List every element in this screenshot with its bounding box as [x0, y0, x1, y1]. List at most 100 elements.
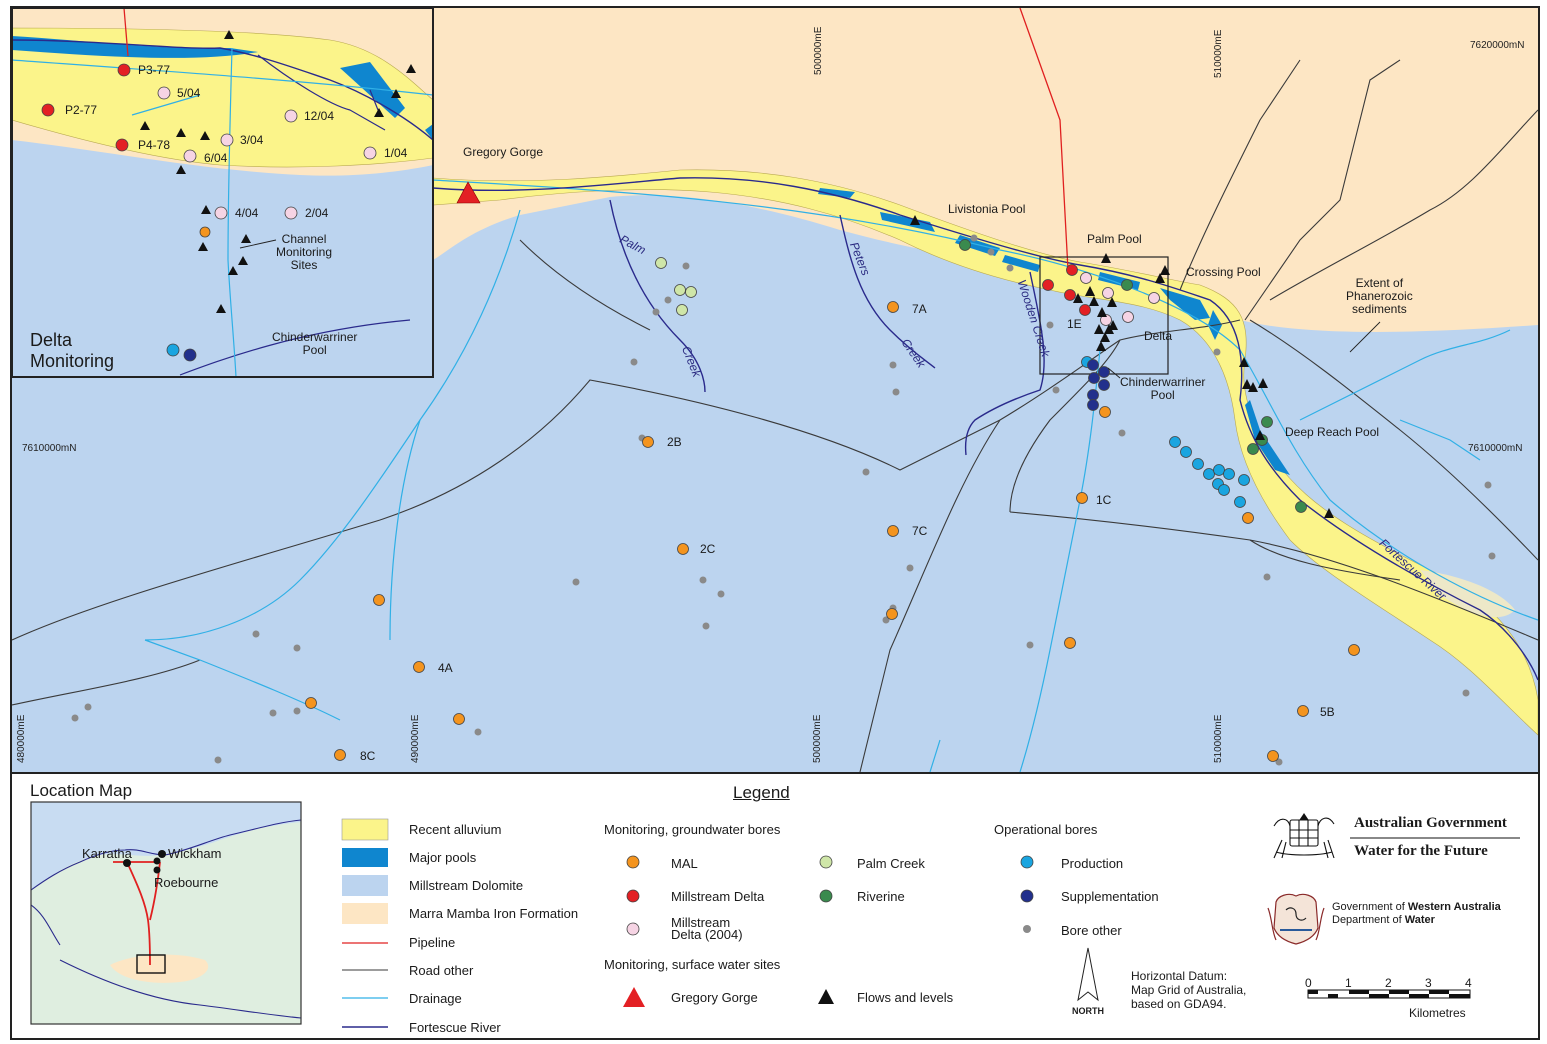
bore-mal-5[interactable] — [1242, 512, 1254, 524]
bore-palm-creek-0[interactable] — [655, 257, 667, 269]
bore-other-dot-24[interactable] — [987, 248, 995, 256]
bore-mal-11[interactable] — [1064, 637, 1076, 649]
bore-other-dot-11[interactable] — [652, 308, 660, 316]
flows-levels-site-5[interactable] — [1073, 293, 1083, 303]
bore-other-dot-33[interactable] — [1462, 689, 1470, 697]
bore-other-dot-6[interactable] — [293, 707, 301, 715]
bore-other-dot-4[interactable] — [269, 709, 277, 717]
flows-levels-site-4[interactable] — [1085, 286, 1095, 296]
bore-other-dot-32[interactable] — [1275, 758, 1283, 766]
bore-other-dot-14[interactable] — [699, 576, 707, 584]
bore-other-dot-7[interactable] — [474, 728, 482, 736]
bore-mal-4[interactable] — [1076, 492, 1088, 504]
flows-levels-site-11[interactable] — [1108, 320, 1118, 330]
flows-levels-site-14[interactable] — [1239, 357, 1249, 367]
bore-other-dot-22[interactable] — [862, 468, 870, 476]
bore-millstream-delta-2004-0[interactable] — [1080, 272, 1092, 284]
flows-levels-site-8[interactable] — [1097, 307, 1107, 317]
bore-other-dot-15[interactable] — [717, 590, 725, 598]
bore-mal-12[interactable] — [1348, 644, 1360, 656]
bore-mal-15[interactable] — [1267, 750, 1279, 762]
bore-supplementation-5[interactable] — [1087, 399, 1099, 411]
bore-riverine-1[interactable] — [1121, 279, 1133, 291]
bore-other-dot-30[interactable] — [1118, 429, 1126, 437]
bore-mal-2[interactable] — [677, 543, 689, 555]
bore-other-dot-19[interactable] — [906, 564, 914, 572]
bore-production-9[interactable] — [1234, 496, 1246, 508]
bore-production-8[interactable] — [1238, 474, 1250, 486]
bore-production-1[interactable] — [1180, 446, 1192, 458]
bore-millstream-delta-2[interactable] — [1064, 289, 1076, 301]
bore-other-dot-36[interactable] — [1213, 348, 1221, 356]
bore-other-dot-21[interactable] — [892, 388, 900, 396]
flows-levels-site-13[interactable] — [1096, 341, 1106, 351]
bore-other-dot-12[interactable] — [664, 296, 672, 304]
bore-riverine-4[interactable] — [1247, 443, 1259, 455]
bore-other-dot-31[interactable] — [1263, 573, 1271, 581]
flows-levels-site-19[interactable] — [1324, 508, 1334, 518]
bore-mal-14[interactable] — [334, 749, 346, 761]
bore-other-dot-16[interactable] — [702, 622, 710, 630]
bore-production-5[interactable] — [1223, 468, 1235, 480]
bore-millstream-delta-2004-2[interactable] — [1148, 292, 1160, 304]
bore-other-dot-34[interactable] — [1484, 481, 1492, 489]
bore-supplementation-3[interactable] — [1098, 379, 1110, 391]
bore-millstream-delta-0[interactable] — [1066, 264, 1078, 276]
bore-riverine-5[interactable] — [1295, 501, 1307, 513]
flows-levels-site-2[interactable] — [1160, 265, 1170, 275]
bore-palm-creek-1[interactable] — [674, 284, 686, 296]
bore-millstream-delta-2004-1[interactable] — [1102, 287, 1114, 299]
bore-mal-13[interactable] — [1297, 705, 1309, 717]
flows-levels-site-16[interactable] — [1258, 378, 1268, 388]
bore-other-dot-13[interactable] — [682, 262, 690, 270]
flows-levels-site-9[interactable] — [1094, 324, 1104, 334]
bore-production-2[interactable] — [1192, 458, 1204, 470]
bore-other-dot-8[interactable] — [572, 578, 580, 586]
flows-levels-site-17[interactable] — [1248, 382, 1258, 392]
flows-levels-site-0[interactable] — [910, 215, 920, 225]
bore-production-0[interactable] — [1169, 436, 1181, 448]
bore-other-dot-28[interactable] — [1046, 321, 1054, 329]
bore-mal-0[interactable] — [887, 301, 899, 313]
bore-other-dot-0[interactable] — [71, 714, 79, 722]
bore-mal-10[interactable] — [453, 713, 465, 725]
flows-levels-site-3[interactable] — [1155, 273, 1165, 283]
flows-levels-site-15[interactable] — [1242, 379, 1252, 389]
bore-mal-3[interactable] — [887, 525, 899, 537]
bore-supplementation-0[interactable] — [1087, 359, 1099, 371]
bore-supplementation-4[interactable] — [1087, 389, 1099, 401]
bore-mal-16[interactable] — [1099, 406, 1111, 418]
bore-other-dot-26[interactable] — [1026, 641, 1034, 649]
bore-mal-6[interactable] — [373, 594, 385, 606]
bore-other-dot-3[interactable] — [252, 630, 260, 638]
bore-other-dot-1[interactable] — [84, 703, 92, 711]
bore-mal-7[interactable] — [886, 608, 898, 620]
bore-riverine-2[interactable] — [1261, 416, 1273, 428]
bore-production-4[interactable] — [1213, 464, 1225, 476]
bore-millstream-delta-2004-4[interactable] — [1100, 314, 1112, 326]
bore-production-3[interactable] — [1203, 468, 1215, 480]
bore-other-dot-17[interactable] — [882, 616, 890, 624]
bore-palm-creek-2[interactable] — [685, 286, 697, 298]
bore-other-dot-2[interactable] — [214, 756, 222, 764]
bore-mal-9[interactable] — [305, 697, 317, 709]
bore-other-dot-29[interactable] — [1052, 386, 1060, 394]
flows-levels-site-12[interactable] — [1100, 332, 1110, 342]
bore-production-7[interactable] — [1218, 484, 1230, 496]
bore-supplementation-2[interactable] — [1088, 372, 1100, 384]
bore-mal-8[interactable] — [413, 661, 425, 673]
bore-other-dot-25[interactable] — [1006, 264, 1014, 272]
bore-supplementation-1[interactable] — [1098, 366, 1110, 378]
bore-millstream-delta-2004-3[interactable] — [1122, 311, 1134, 323]
bore-other-dot-5[interactable] — [293, 644, 301, 652]
bore-millstream-delta-1[interactable] — [1042, 279, 1054, 291]
flows-levels-site-7[interactable] — [1107, 297, 1117, 307]
bore-riverine-0[interactable] — [959, 239, 971, 251]
bore-other-dot-9[interactable] — [630, 358, 638, 366]
flows-levels-site-1[interactable] — [1101, 253, 1111, 263]
bore-millstream-delta-3[interactable] — [1079, 304, 1091, 316]
bore-other-dot-20[interactable] — [889, 361, 897, 369]
bore-palm-creek-3[interactable] — [676, 304, 688, 316]
flows-levels-site-18[interactable] — [1255, 430, 1265, 440]
